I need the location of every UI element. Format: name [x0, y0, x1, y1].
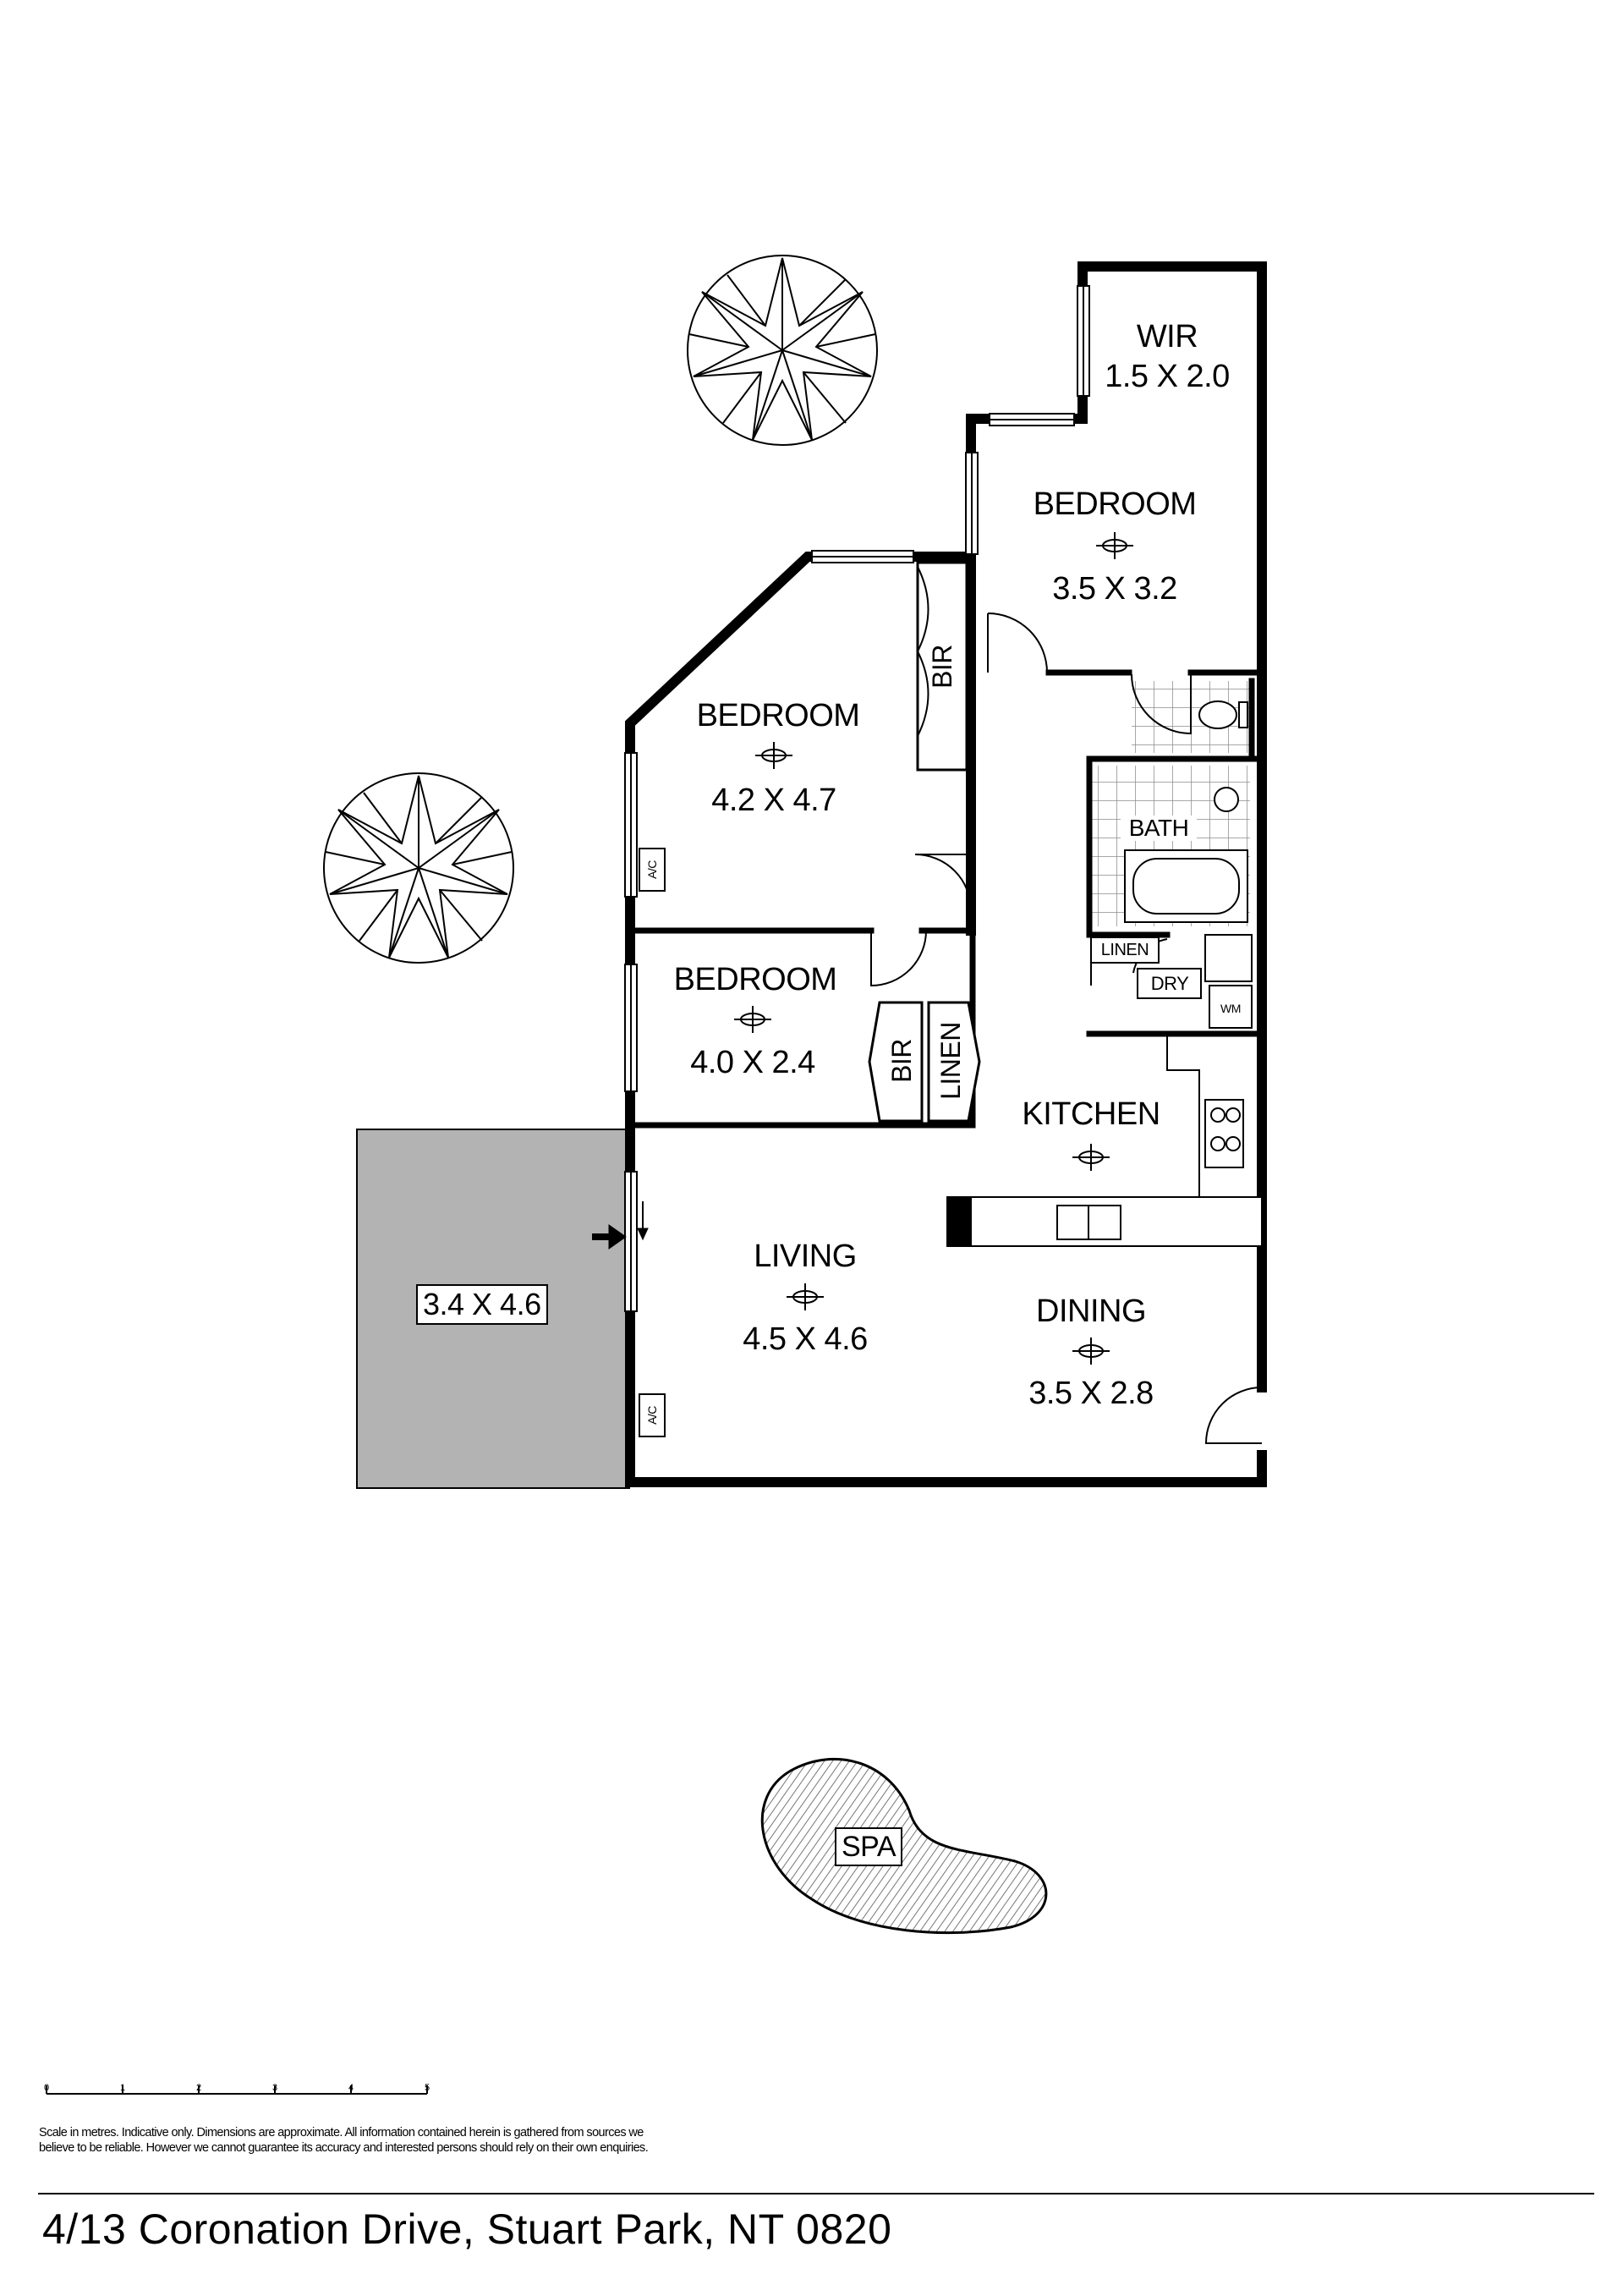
disclaimer-line: believe to be reliable. However we canno…	[39, 2141, 649, 2155]
wir-dimensions: 1.5 X 2.0	[1105, 359, 1230, 394]
bedroom2-label: BEDROOM	[696, 698, 860, 733]
living-dimensions: 4.5 X 4.6	[743, 1321, 868, 1357]
wir-label: WIR	[1136, 319, 1198, 354]
washer-label: WM	[1220, 1002, 1241, 1015]
scale-tick-label: 4	[348, 2083, 354, 2093]
scale-tick-label: 2	[196, 2083, 202, 2093]
property-address: 4/13 Coronation Drive, Stuart Park, NT 0…	[42, 2205, 892, 2253]
scale-tick-label: 0	[44, 2083, 50, 2093]
bedroom1-dimensions: 3.5 X 3.2	[1052, 571, 1177, 607]
ac-box-bedroom	[639, 848, 666, 892]
bedroom3-dimensions: 4.0 X 2.4	[690, 1045, 815, 1080]
tree-icon	[323, 772, 514, 964]
scale-tick-label: 3	[272, 2083, 278, 2093]
linen-cupboard-label: LINEN	[935, 1022, 966, 1100]
entry-arrow-icon	[592, 1201, 649, 1250]
wardrobe-bedroom3	[868, 1001, 981, 1123]
bedroom1-label: BEDROOM	[1033, 486, 1197, 522]
disclaimer-text: Scale in metres. Indicative only. Dimens…	[39, 2125, 1054, 2156]
washer-box	[1209, 985, 1253, 1029]
wardrobe-bedroom2	[916, 561, 968, 772]
basin-icon	[1214, 787, 1239, 812]
living-label: LIVING	[754, 1239, 857, 1274]
bedroom2-dimensions: 4.2 X 4.7	[711, 783, 836, 818]
bath-label: BATH	[1121, 816, 1197, 841]
disclaimer-line: Scale in metres. Indicative only. Dimens…	[39, 2126, 644, 2139]
tree-icon	[687, 255, 878, 446]
bir-bedroom3-label: BIR	[886, 1039, 917, 1083]
ac-bedroom-label: A/C	[645, 860, 659, 879]
linen-laundry-label: LINEN	[1100, 941, 1149, 959]
ac-living-label: A/C	[645, 1406, 659, 1425]
spa-label: SPA	[835, 1827, 903, 1866]
scale-bar	[46, 2085, 428, 2095]
linen-box	[1090, 937, 1160, 964]
toilet-icon	[1198, 700, 1248, 729]
dryer-label: DRY	[1150, 973, 1189, 994]
ac-box-living	[639, 1393, 666, 1437]
kitchen-bench	[946, 1034, 1263, 1247]
scale-tick-label: 1	[120, 2083, 126, 2093]
bathtub-icon	[1124, 849, 1248, 923]
patio-dimensions: 3.4 X 4.6	[416, 1284, 548, 1325]
laundry-tub	[1204, 934, 1253, 982]
dryer-box	[1137, 968, 1202, 999]
scale-tick-label: 5	[425, 2083, 430, 2093]
kitchen-label: KITCHEN	[1022, 1096, 1160, 1132]
spa-shape	[760, 1758, 1048, 1935]
dining-label: DINING	[1036, 1294, 1147, 1329]
dining-dimensions: 3.5 X 2.8	[1028, 1376, 1154, 1411]
bir-bedroom2-label: BIR	[927, 645, 957, 689]
light-marker-icons	[734, 532, 1133, 1365]
bedroom3-label: BEDROOM	[673, 962, 837, 997]
windows	[624, 285, 1090, 1312]
